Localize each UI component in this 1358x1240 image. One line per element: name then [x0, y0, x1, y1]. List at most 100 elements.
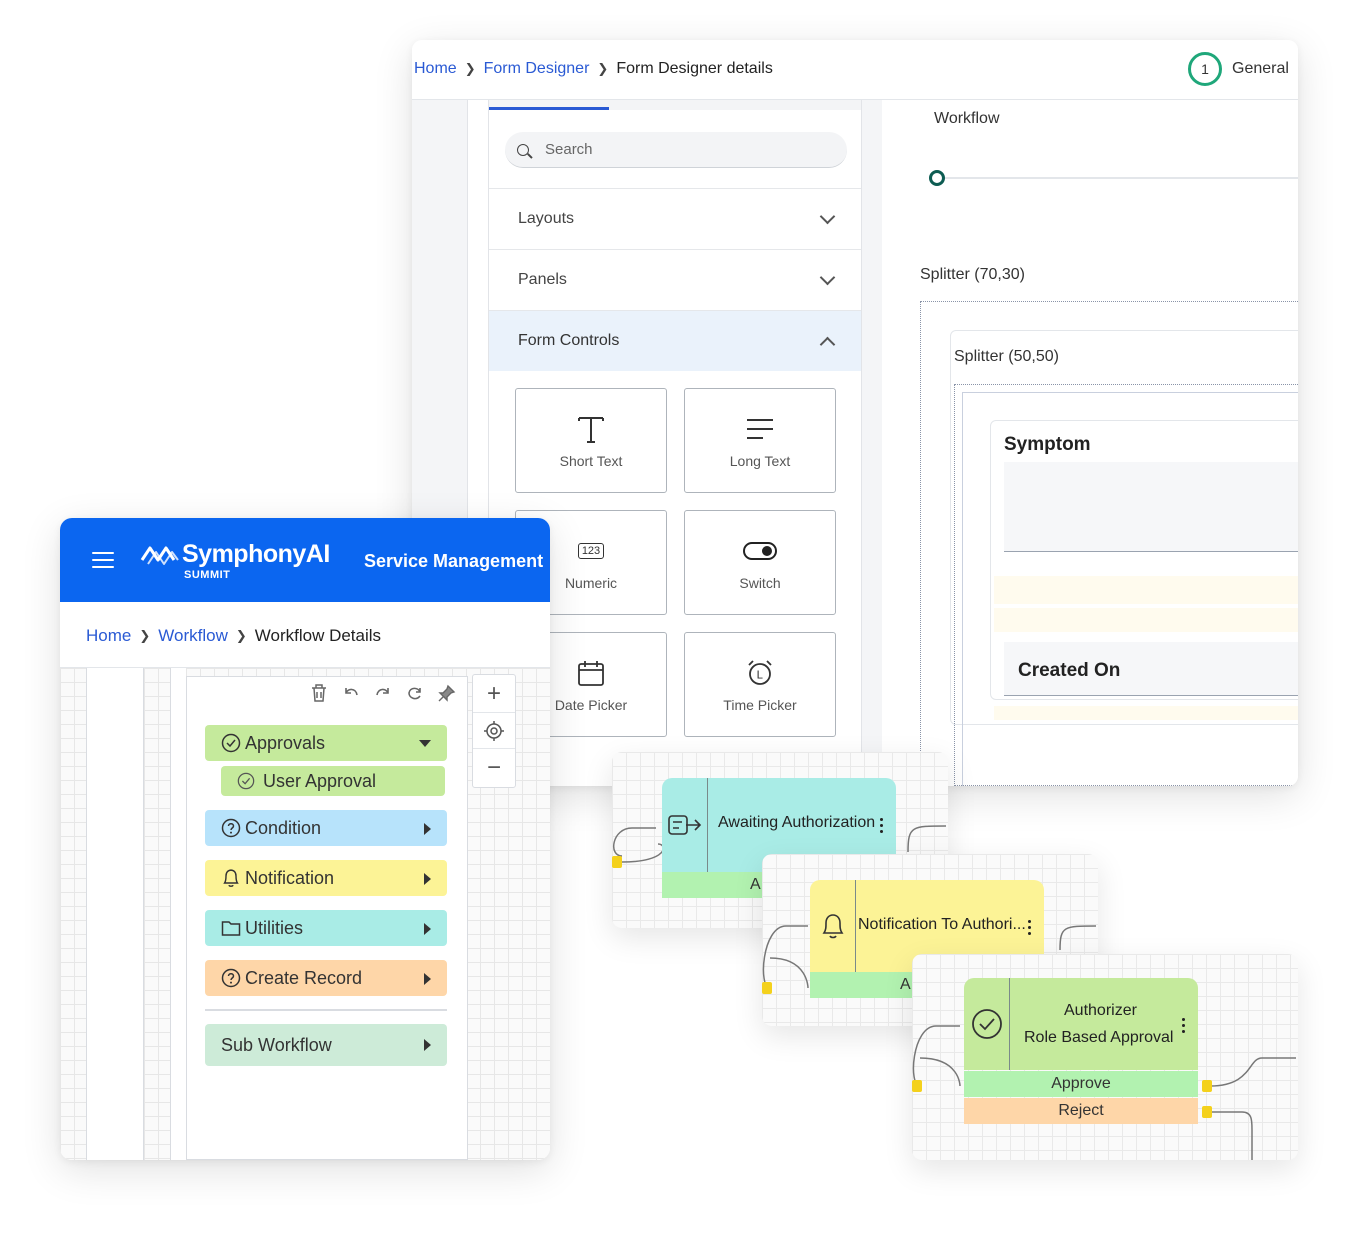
- recenter-button[interactable]: [473, 712, 515, 749]
- field-symptom-label: Symptom: [1004, 434, 1091, 455]
- field-highlight: [994, 608, 1298, 632]
- text-t-icon: [576, 413, 606, 445]
- node-title: Awaiting Authorization: [718, 814, 876, 831]
- caret-right-icon: [424, 823, 431, 835]
- group-create-record[interactable]: Create Record: [205, 960, 447, 996]
- palette-tab-bar: [489, 100, 861, 110]
- control-time-picker[interactable]: L Time Picker: [684, 632, 836, 737]
- question-circle-icon: [221, 968, 241, 988]
- palette-divider: [862, 100, 882, 786]
- input-port[interactable]: [912, 1080, 922, 1092]
- input-port[interactable]: [612, 856, 622, 868]
- check-circle-icon: [237, 772, 255, 790]
- group-notification[interactable]: Notification: [205, 860, 447, 896]
- clock-glyph: L: [757, 668, 764, 681]
- pin-icon[interactable]: [436, 682, 458, 704]
- control-long-text[interactable]: Long Text: [684, 388, 836, 493]
- toolbox-divider: [205, 1009, 447, 1011]
- form-designer-window: Home ❯ Form Designer ❯ Form Designer det…: [412, 40, 1298, 786]
- output-port-reject[interactable]: [1202, 1106, 1212, 1118]
- group-label: Create Record: [245, 967, 363, 988]
- redo-icon[interactable]: [372, 682, 394, 704]
- workflow-stage-dot[interactable]: [929, 170, 945, 186]
- accordion-form-controls[interactable]: Form Controls: [489, 310, 861, 371]
- zoom-in-button[interactable]: +: [486, 679, 501, 707]
- group-condition[interactable]: Condition: [205, 810, 447, 846]
- node-output-approve[interactable]: Approve: [964, 1071, 1198, 1097]
- caret-right-icon: [424, 1039, 431, 1051]
- workflow-window: SymphonyAI SUMMIT Service Management Hom…: [60, 518, 550, 1160]
- kebab-menu-icon[interactable]: [880, 818, 884, 833]
- zoom-out-button[interactable]: −: [486, 753, 501, 781]
- check-circle-icon: [964, 978, 1010, 1070]
- output-label: Reject: [1058, 1102, 1104, 1119]
- breadcrumb-chevron-icon: ❯: [235, 628, 247, 643]
- undo-icon[interactable]: [340, 682, 362, 704]
- connector-lines: [612, 825, 947, 863]
- step-indicator[interactable]: 1: [1188, 52, 1222, 86]
- breadcrumb-current: Workflow Details: [254, 626, 382, 645]
- kebab-menu-icon[interactable]: [1028, 920, 1032, 935]
- crosshair-icon: [484, 720, 504, 741]
- group-label: Sub Workflow: [221, 1034, 332, 1055]
- field-highlight: [994, 576, 1298, 604]
- splitter-inner-label: Splitter (50,50): [954, 348, 1059, 365]
- accordion-layouts[interactable]: Layouts: [489, 188, 861, 249]
- splitter-outer[interactable]: [920, 301, 1298, 786]
- toggle-icon: [743, 535, 777, 567]
- task-arrow-icon: [662, 778, 708, 872]
- refresh-icon[interactable]: [404, 682, 426, 704]
- node-title-line1: Authorizer: [1064, 1002, 1137, 1019]
- brand-name: SymphonyAI: [182, 540, 330, 568]
- chevron-down-icon: [819, 269, 836, 286]
- control-label: Numeric: [564, 574, 618, 591]
- bell-icon: [221, 868, 241, 888]
- group-approvals[interactable]: Approvals: [205, 725, 447, 761]
- control-switch[interactable]: Switch: [684, 510, 836, 615]
- breadcrumb-form-designer-link[interactable]: Form Designer: [483, 60, 590, 77]
- accordion-panels[interactable]: Panels: [489, 249, 861, 310]
- canvas-toolbar: [308, 682, 458, 704]
- splitter-outer-label: Splitter (70,30): [920, 266, 1025, 283]
- step-label[interactable]: General: [1232, 60, 1289, 77]
- output-label: A: [900, 976, 911, 993]
- kebab-menu-icon[interactable]: [1182, 1018, 1186, 1033]
- group-sub-workflow[interactable]: Sub Workflow: [205, 1024, 447, 1066]
- breadcrumb-home-link[interactable]: Home: [414, 60, 457, 77]
- control-short-text[interactable]: Short Text: [515, 388, 667, 493]
- hamburger-menu-icon[interactable]: [92, 552, 114, 568]
- field-highlight: [994, 706, 1298, 720]
- numeric-glyph: 123: [577, 542, 605, 559]
- input-port[interactable]: [762, 982, 772, 994]
- form-designer-topbar: Home ❯ Form Designer ❯ Form Designer det…: [412, 40, 1298, 100]
- breadcrumb-chevron-icon: ❯: [464, 61, 476, 76]
- symptom-input[interactable]: [1004, 462, 1298, 552]
- workflow-rail-divider: [170, 668, 186, 1160]
- output-label: Approve: [1051, 1075, 1111, 1092]
- node-title: Notification To Authori...: [858, 916, 1026, 933]
- accordion-label: Layouts: [518, 210, 575, 227]
- group-utilities[interactable]: Utilities: [205, 910, 447, 946]
- control-label: Date Picker: [554, 696, 628, 713]
- caret-right-icon: [424, 923, 431, 935]
- product-name: Service Management: [364, 551, 544, 571]
- item-user-approval[interactable]: User Approval: [221, 766, 445, 796]
- created-on-input[interactable]: [1004, 642, 1298, 696]
- workflow-left-rail: [86, 668, 144, 1160]
- trash-icon[interactable]: [308, 682, 330, 704]
- splitter-inner[interactable]: [950, 330, 1298, 725]
- breadcrumb-chevron-icon: ❯: [597, 61, 609, 76]
- breadcrumb-home-link[interactable]: Home: [86, 626, 132, 645]
- node-output-reject[interactable]: Reject: [964, 1098, 1198, 1124]
- palette-search-input[interactable]: Search: [505, 132, 847, 168]
- group-label: Notification: [245, 867, 335, 888]
- control-label: Long Text: [729, 452, 791, 469]
- node-authorizer-role-approval[interactable]: Authorizer Role Based Approval: [964, 978, 1198, 1070]
- caret-right-icon: [424, 873, 431, 885]
- control-label: Short Text: [559, 452, 623, 469]
- output-port-approve[interactable]: [1202, 1080, 1212, 1092]
- form-designer-left-rail: [412, 100, 468, 530]
- breadcrumb-workflow-link[interactable]: Workflow: [158, 626, 228, 645]
- palette-active-tab[interactable]: [489, 107, 609, 110]
- item-label: User Approval: [263, 770, 377, 791]
